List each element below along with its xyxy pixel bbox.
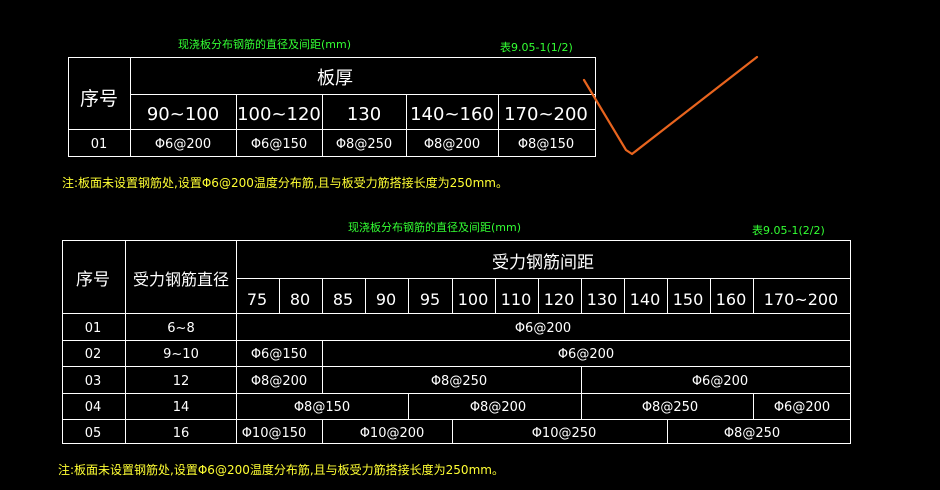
t2-spacing-85: 85 bbox=[333, 290, 353, 309]
t2-header-spacing: 受力钢筋间距 bbox=[492, 253, 594, 273]
t1-header-thickness: 板厚 bbox=[317, 68, 353, 89]
t1-range-3: 130 bbox=[347, 104, 381, 125]
t2-row4-no: 04 bbox=[85, 400, 102, 415]
t2-row3-no: 03 bbox=[85, 374, 102, 389]
check-mark-annotation bbox=[582, 55, 759, 156]
t1-cell-4: Φ8@200 bbox=[424, 137, 480, 152]
t1-cell-5: Φ8@150 bbox=[518, 137, 574, 152]
t2-spacing-90: 90 bbox=[376, 290, 396, 309]
t2-row3-dia: 12 bbox=[173, 374, 190, 389]
table1-note: 注:板面未设置钢筋处,设置Φ6@200温度分布筋,且与板受力筋搭接长度为250m… bbox=[62, 176, 508, 190]
t2-spacing-140: 140 bbox=[630, 290, 661, 309]
t1-range-2: 100~120 bbox=[237, 104, 321, 125]
t2-spacing-150: 150 bbox=[673, 290, 704, 309]
table1-title: 现浇板分布钢筋的直径及间距(mm) bbox=[178, 38, 352, 51]
t1-range-5: 170~200 bbox=[504, 104, 588, 125]
t1-row-no: 01 bbox=[91, 137, 108, 152]
t2-row4-dia: 14 bbox=[173, 400, 190, 415]
t2-spacing-80: 80 bbox=[290, 290, 310, 309]
t2-row3-cell-2: Φ8@250 bbox=[431, 374, 487, 389]
t2-row5-cell-4: Φ8@250 bbox=[724, 426, 780, 441]
t2-row5-dia: 16 bbox=[173, 426, 190, 441]
t2-spacing-170-200: 170~200 bbox=[764, 290, 838, 309]
t2-spacing-75: 75 bbox=[247, 290, 267, 309]
t2-spacing-120: 120 bbox=[544, 290, 575, 309]
table1-border bbox=[68, 57, 596, 157]
t2-row5-cell-1: Φ10@150 bbox=[242, 426, 307, 441]
t2-row5-cell-2: Φ10@200 bbox=[360, 426, 425, 441]
t2-header-no: 序号 bbox=[76, 270, 110, 290]
t1-header-no: 序号 bbox=[80, 88, 118, 110]
t2-row2-dia: 9~10 bbox=[163, 347, 199, 362]
t2-spacing-100: 100 bbox=[458, 290, 489, 309]
t2-row1-dia: 6~8 bbox=[167, 321, 194, 336]
t2-row2-cell-2: Φ6@200 bbox=[558, 347, 614, 362]
t2-row1-cell-1: Φ6@200 bbox=[515, 321, 571, 336]
t2-row5-no: 05 bbox=[85, 426, 102, 441]
t2-row5-cell-3: Φ10@250 bbox=[532, 426, 597, 441]
t2-row4-cell-2: Φ8@200 bbox=[470, 400, 526, 415]
t2-row4-cell-1: Φ8@150 bbox=[294, 400, 350, 415]
t2-row2-cell-1: Φ6@150 bbox=[251, 347, 307, 362]
table2-ref: 表9.05-1(2/2) bbox=[752, 224, 825, 237]
t1-cell-3: Φ8@250 bbox=[336, 137, 392, 152]
t2-spacing-160: 160 bbox=[716, 290, 747, 309]
t2-row4-cell-4: Φ6@200 bbox=[774, 400, 830, 415]
t1-cell-2: Φ6@150 bbox=[251, 137, 307, 152]
table2-border bbox=[62, 240, 851, 444]
t2-spacing-95: 95 bbox=[420, 290, 440, 309]
t2-row3-cell-1: Φ8@200 bbox=[251, 374, 307, 389]
t2-row3-cell-3: Φ6@200 bbox=[692, 374, 748, 389]
t1-range-4: 140~160 bbox=[410, 104, 494, 125]
t2-row4-cell-3: Φ8@250 bbox=[642, 400, 698, 415]
t2-spacing-130: 130 bbox=[587, 290, 618, 309]
t1-range-1: 90~100 bbox=[147, 104, 219, 125]
t1-cell-1: Φ6@200 bbox=[155, 137, 211, 152]
table2-note: 注:板面未设置钢筋处,设置Φ6@200温度分布筋,且与板受力筋搭接长度为250m… bbox=[58, 463, 504, 477]
table2-grid bbox=[62, 240, 851, 444]
t2-row2-no: 02 bbox=[85, 347, 102, 362]
table2-title: 现浇板分布钢筋的直径及间距(mm) bbox=[348, 221, 522, 234]
table1-ref: 表9.05-1(1/2) bbox=[500, 41, 573, 54]
t2-spacing-110: 110 bbox=[501, 290, 532, 309]
t2-header-diameter: 受力钢筋直径 bbox=[133, 270, 229, 289]
t2-row1-no: 01 bbox=[85, 321, 102, 336]
table1-grid bbox=[68, 57, 596, 157]
